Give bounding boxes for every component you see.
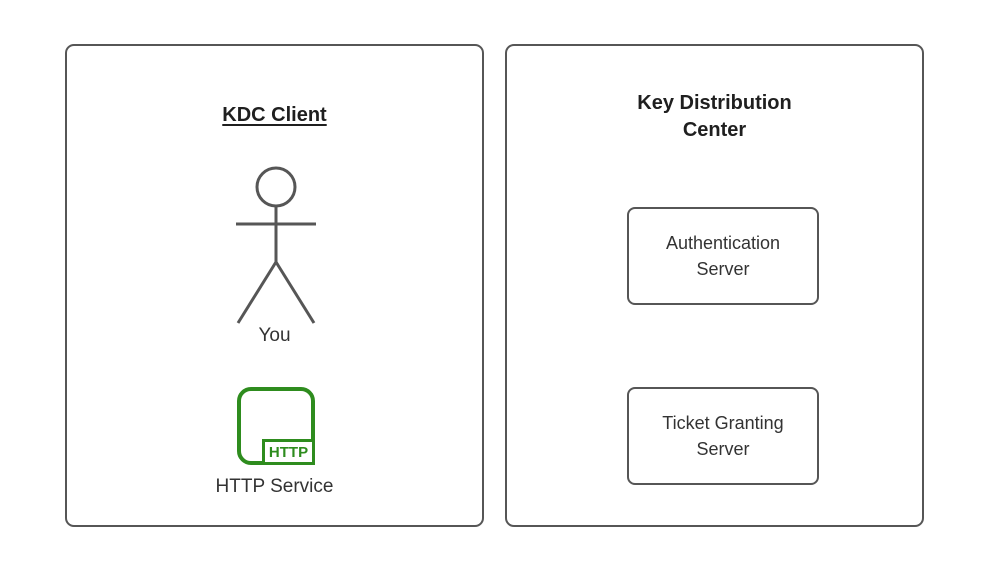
actor-label: You bbox=[258, 325, 291, 346]
kdc-client-panel: KDC Client You HTTP HTTP Service bbox=[65, 44, 484, 527]
authentication-server-box: Authentication Server bbox=[627, 207, 819, 305]
ticket-granting-server-box: Ticket Granting Server bbox=[627, 387, 819, 485]
kdc-client-title: KDC Client bbox=[222, 104, 327, 126]
http-badge: HTTP bbox=[262, 439, 315, 465]
http-service-label: HTTP Service bbox=[215, 476, 334, 497]
key-distribution-center-title-text: Key Distribution Center bbox=[637, 92, 792, 141]
authentication-server-label: Authentication Server bbox=[665, 233, 781, 279]
ticket-granting-server-label: Ticket Granting Server bbox=[662, 413, 784, 459]
actor-icon bbox=[236, 166, 316, 324]
key-distribution-center-panel: Key Distribution Center Authentication S… bbox=[505, 44, 924, 527]
key-distribution-center-title: Key Distribution Center bbox=[507, 90, 922, 144]
http-service-icon: HTTP bbox=[237, 387, 315, 465]
